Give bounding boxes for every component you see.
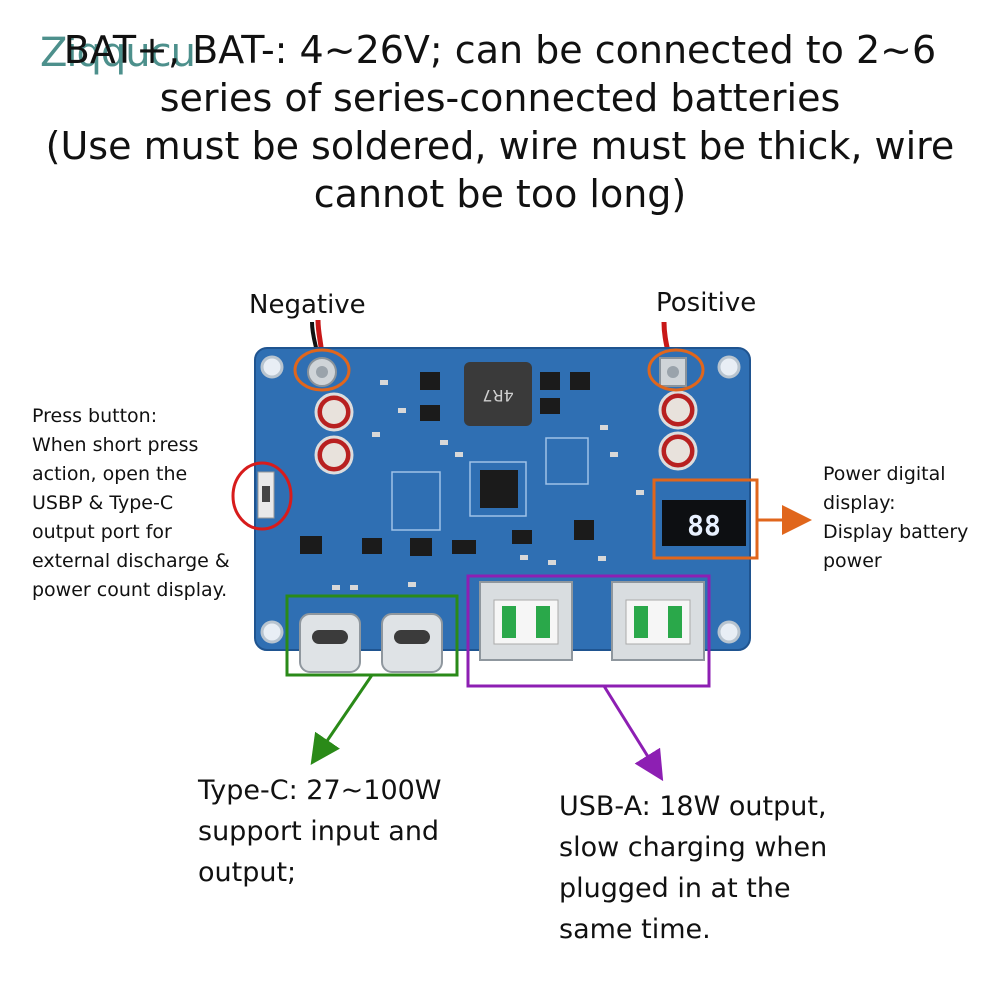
usba-note: USB-A: 18W output, slow charging when pl… — [559, 786, 827, 950]
title-line: series of series-connected batteries — [159, 76, 841, 120]
mounting-holes — [260, 355, 741, 644]
title-line: (Use must be soldered, wire must be thic… — [45, 124, 955, 168]
positive-label: Positive — [656, 288, 757, 318]
display-digits: 88 — [687, 509, 721, 542]
ic-components — [300, 372, 594, 556]
note-line: slow charging when — [559, 832, 828, 863]
typec-arrow — [310, 674, 374, 765]
inductor-mark: 4R7 — [482, 386, 513, 405]
usba-highlight — [466, 574, 711, 688]
terminal-negative — [307, 357, 337, 387]
title-line: cannot be too long) — [313, 172, 687, 216]
inductor: 4R7 — [464, 362, 532, 426]
note-line: display: — [823, 492, 896, 514]
note-line: plugged in at the — [559, 873, 791, 904]
digital-display: 88 — [662, 500, 746, 546]
press-button-note: Press button: When short press action, o… — [32, 402, 230, 605]
capacitors — [314, 390, 698, 475]
note-line: external discharge & — [32, 550, 230, 572]
negative-label: Negative — [249, 290, 366, 320]
watermark-logo: Ziqqucu — [40, 30, 196, 76]
terminal-positive — [659, 357, 687, 387]
title-block: BAT+, BAT-: 4~26V; can be connected to 2… — [0, 26, 1000, 218]
note-line: support input and — [198, 816, 440, 847]
typec-ports — [299, 613, 443, 673]
note-line: Type-C: 27~100W — [198, 775, 442, 806]
note-line: power — [823, 550, 882, 572]
note-line: USB-A: 18W output, — [559, 791, 827, 822]
smd-pads — [332, 380, 644, 590]
usba-ports — [479, 581, 705, 661]
note-line: same time. — [559, 914, 711, 945]
note-line: action, open the — [32, 463, 188, 485]
note-line: When short press — [32, 434, 199, 456]
push-button — [257, 471, 275, 519]
note-line: USBP & Type-C — [32, 492, 174, 514]
note-line: power count display. — [32, 579, 228, 601]
positive-highlight — [647, 348, 705, 392]
silkscreen — [391, 437, 589, 531]
note-line: Power digital — [823, 463, 946, 485]
title-line: BAT+, BAT-: 4~26V; can be connected to 2… — [63, 28, 937, 72]
note-line: Display battery — [823, 521, 969, 543]
negative-highlight — [293, 348, 351, 392]
usba-arrow — [602, 685, 664, 782]
note-line: output port for — [32, 521, 172, 543]
typec-note: Type-C: 27~100W support input and output… — [198, 770, 442, 893]
note-line: Press button: — [32, 405, 158, 427]
note-line: output; — [198, 857, 297, 888]
display-note: Power digital display: Display battery p… — [823, 460, 968, 576]
button-highlight — [231, 461, 293, 531]
